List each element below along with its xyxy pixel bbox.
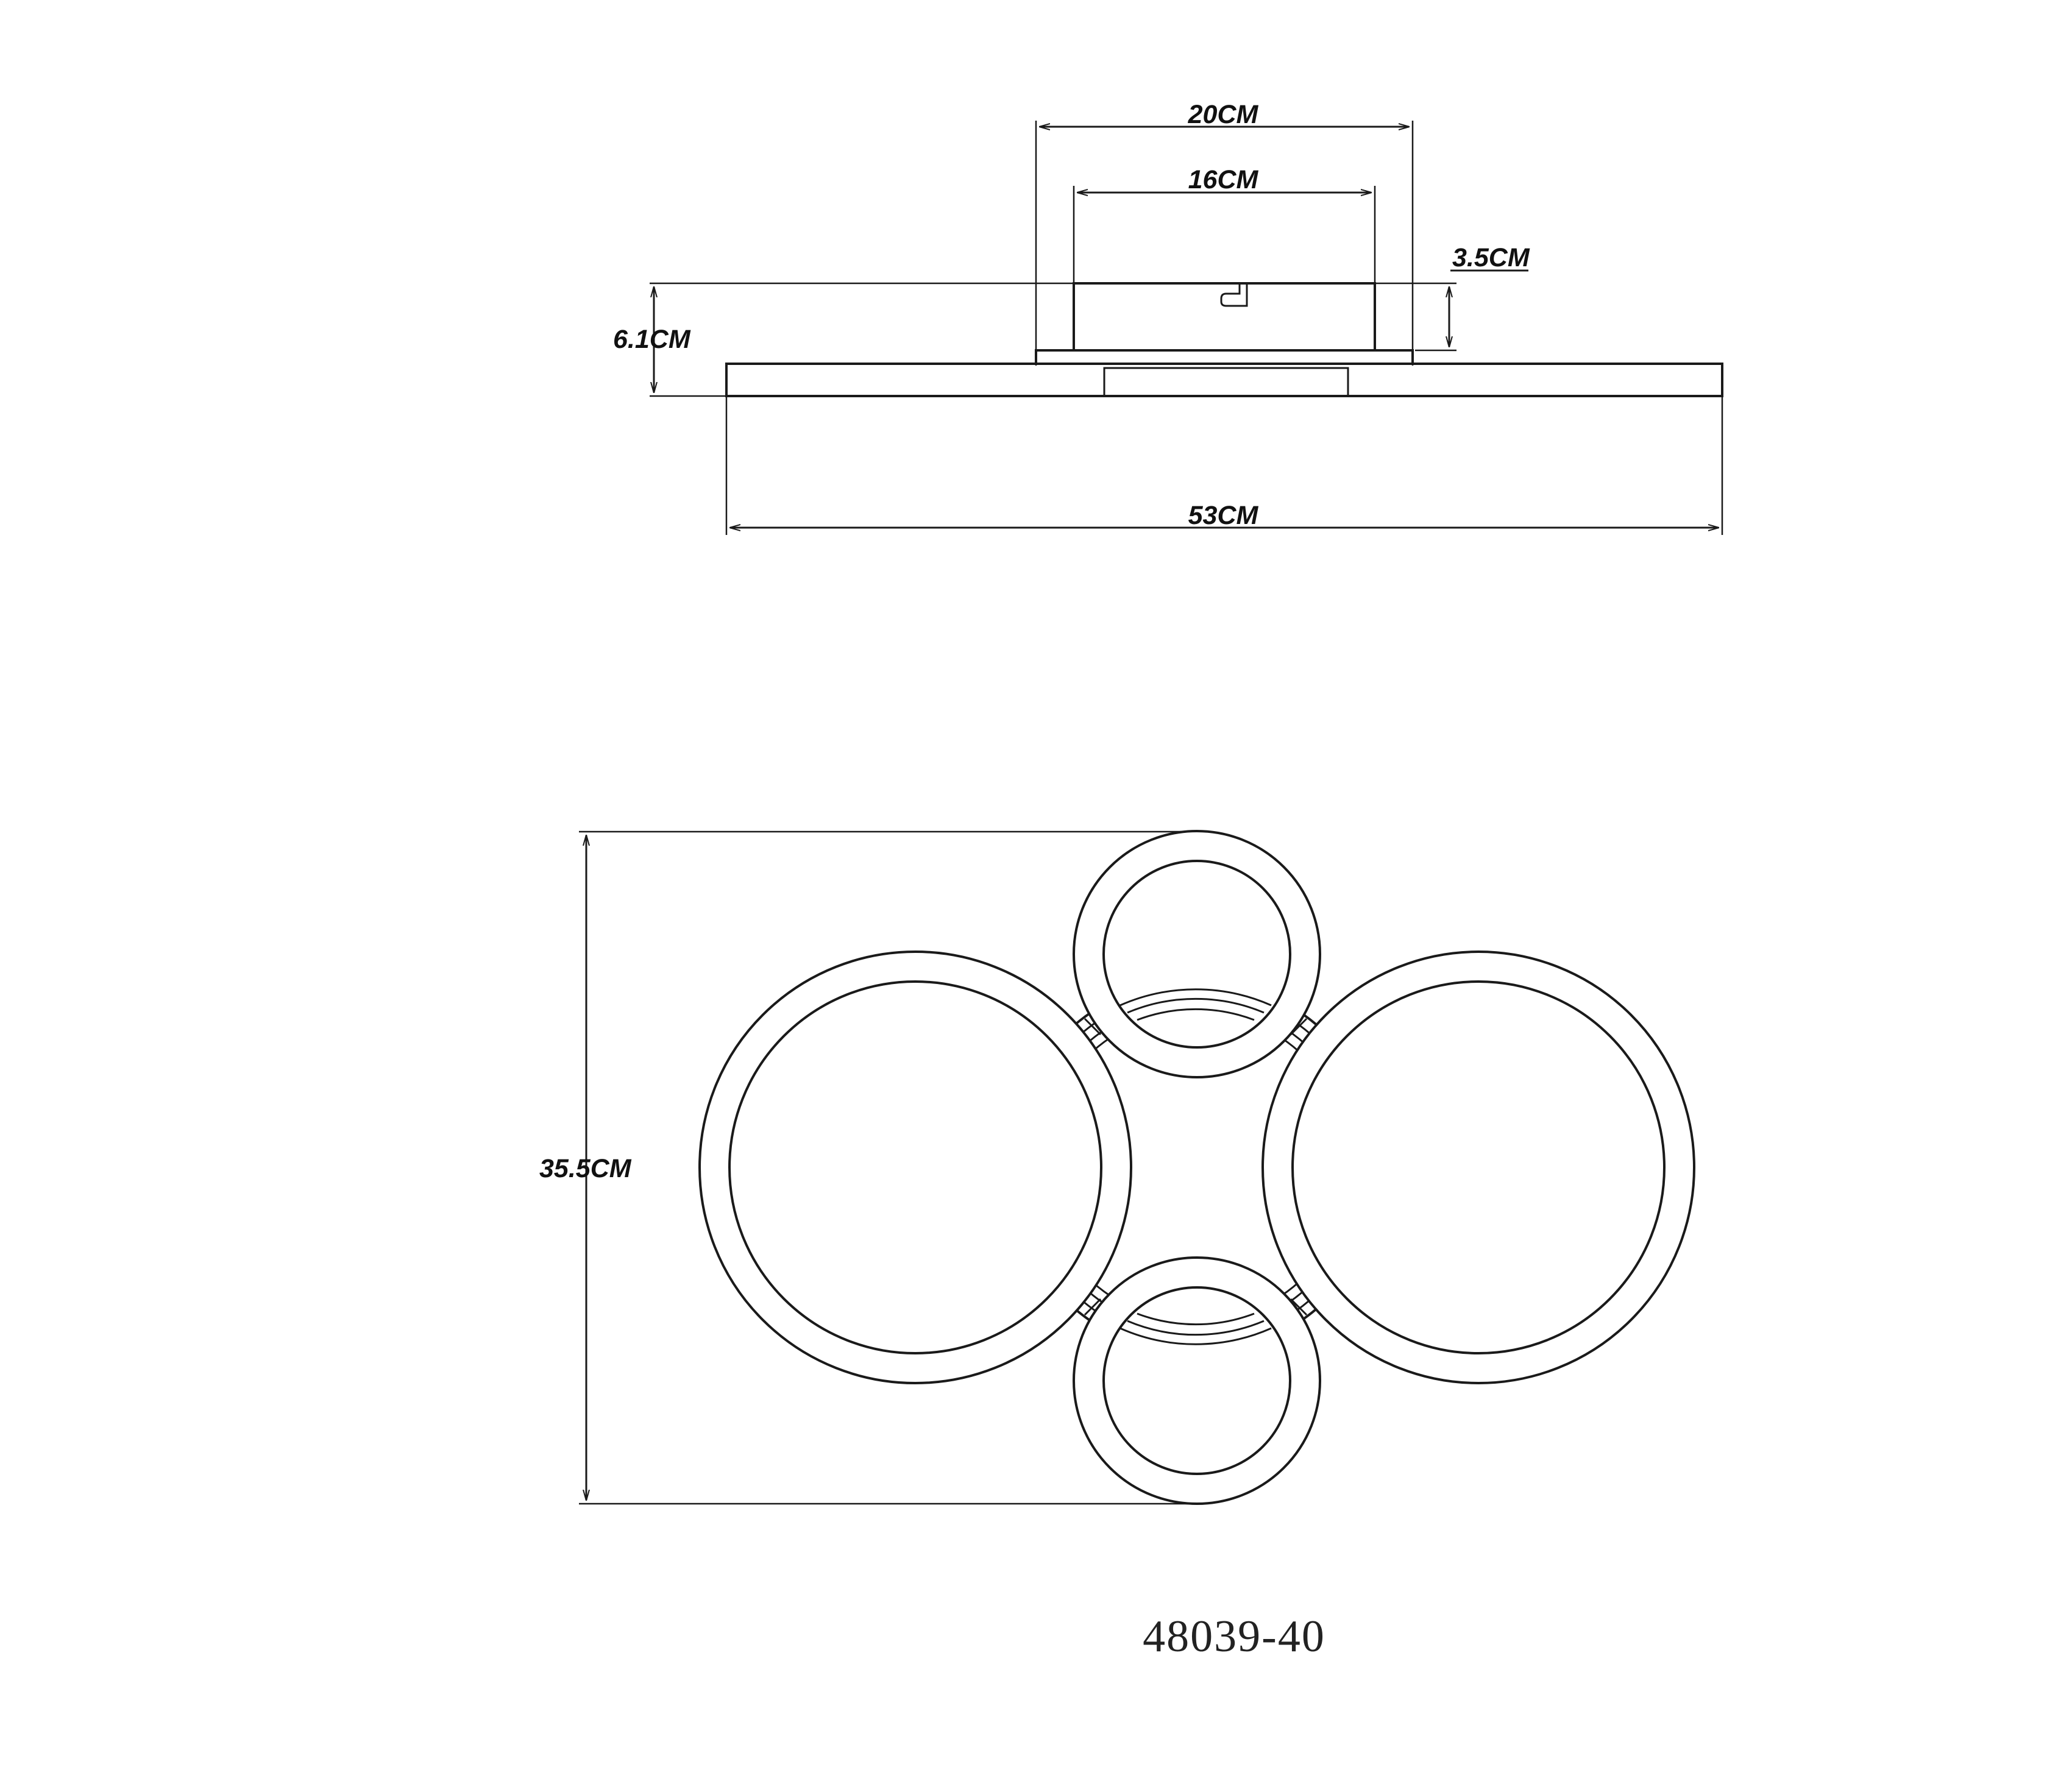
top-view: 35.5CM bbox=[539, 830, 1695, 1505]
outer-width-label: 20CM bbox=[1188, 100, 1259, 129]
hub-inner-arcs bbox=[1119, 988, 1272, 1345]
ring-bottom bbox=[1073, 1256, 1321, 1505]
side-view: 20CM 16CM 3.5CM 6.1CM bbox=[613, 100, 1723, 535]
ring-left bbox=[698, 950, 1132, 1384]
inner-width-dimension: 16CM bbox=[1073, 165, 1376, 286]
ring-right bbox=[1261, 950, 1695, 1384]
outer-width-dimension: 20CM bbox=[1035, 100, 1414, 366]
overall-depth-label: 35.5CM bbox=[539, 1154, 632, 1183]
fixture-profile bbox=[725, 282, 1723, 397]
ring-top bbox=[1073, 830, 1321, 1078]
overall-width-label: 53CM bbox=[1188, 501, 1259, 530]
total-height-dimension: 6.1CM bbox=[613, 282, 1074, 397]
model-number: 48039-40 bbox=[1143, 1612, 1325, 1662]
overall-width-dimension: 53CM bbox=[725, 396, 1723, 535]
total-height-label: 6.1CM bbox=[613, 325, 691, 354]
overall-depth-dimension: 35.5CM bbox=[539, 830, 1194, 1505]
inner-width-label: 16CM bbox=[1188, 165, 1259, 194]
base-height-label: 3.5CM bbox=[1452, 243, 1530, 272]
base-height-dimension: 3.5CM bbox=[1375, 243, 1530, 352]
